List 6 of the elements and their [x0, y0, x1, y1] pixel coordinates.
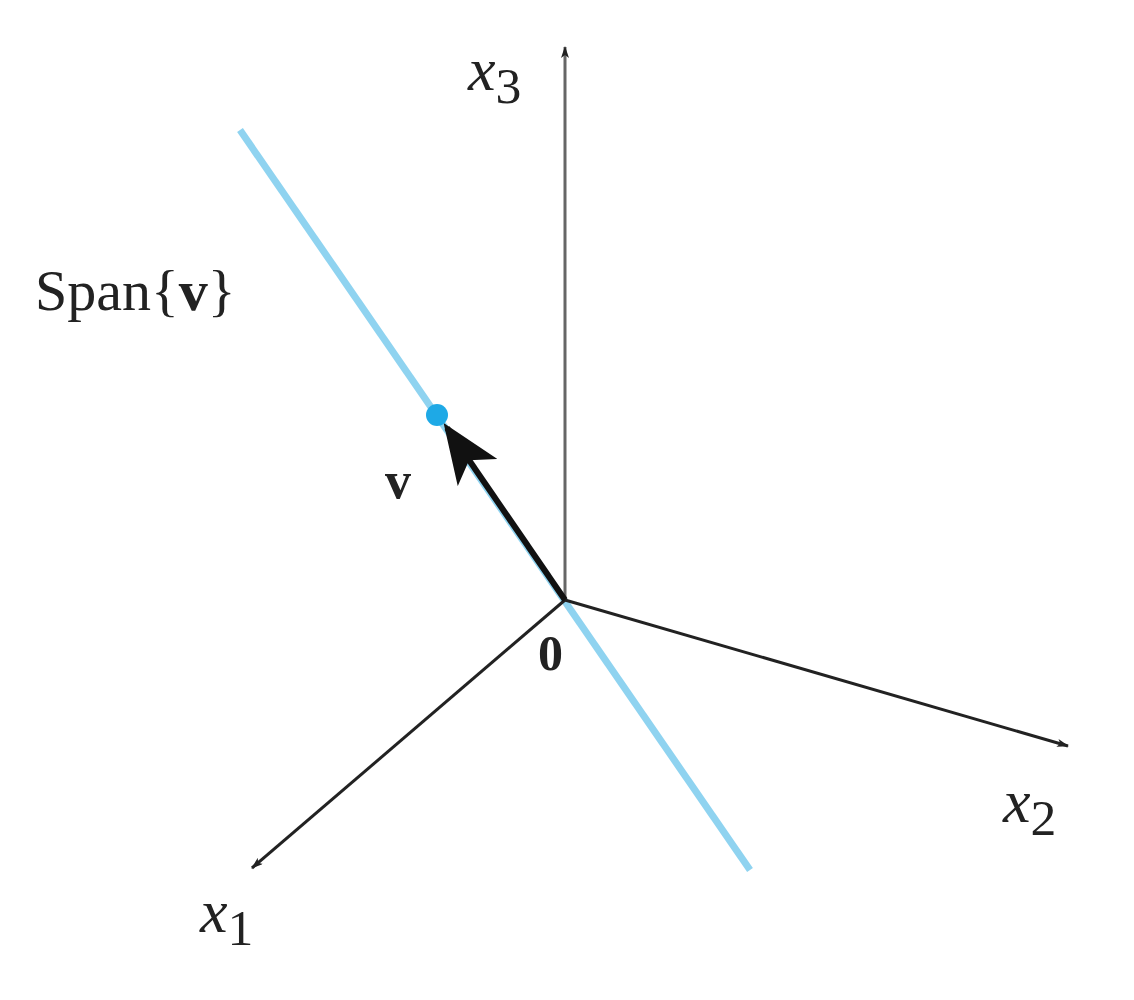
axis-label: x$_{3}$	[468, 38, 522, 113]
origin-label: 0	[538, 628, 563, 678]
vector-label: v	[385, 455, 411, 507]
axis-label: x$_{1}$	[200, 880, 254, 955]
line-label: Span{v}	[35, 262, 236, 320]
axis-label: x$_{2}$	[1003, 770, 1057, 845]
